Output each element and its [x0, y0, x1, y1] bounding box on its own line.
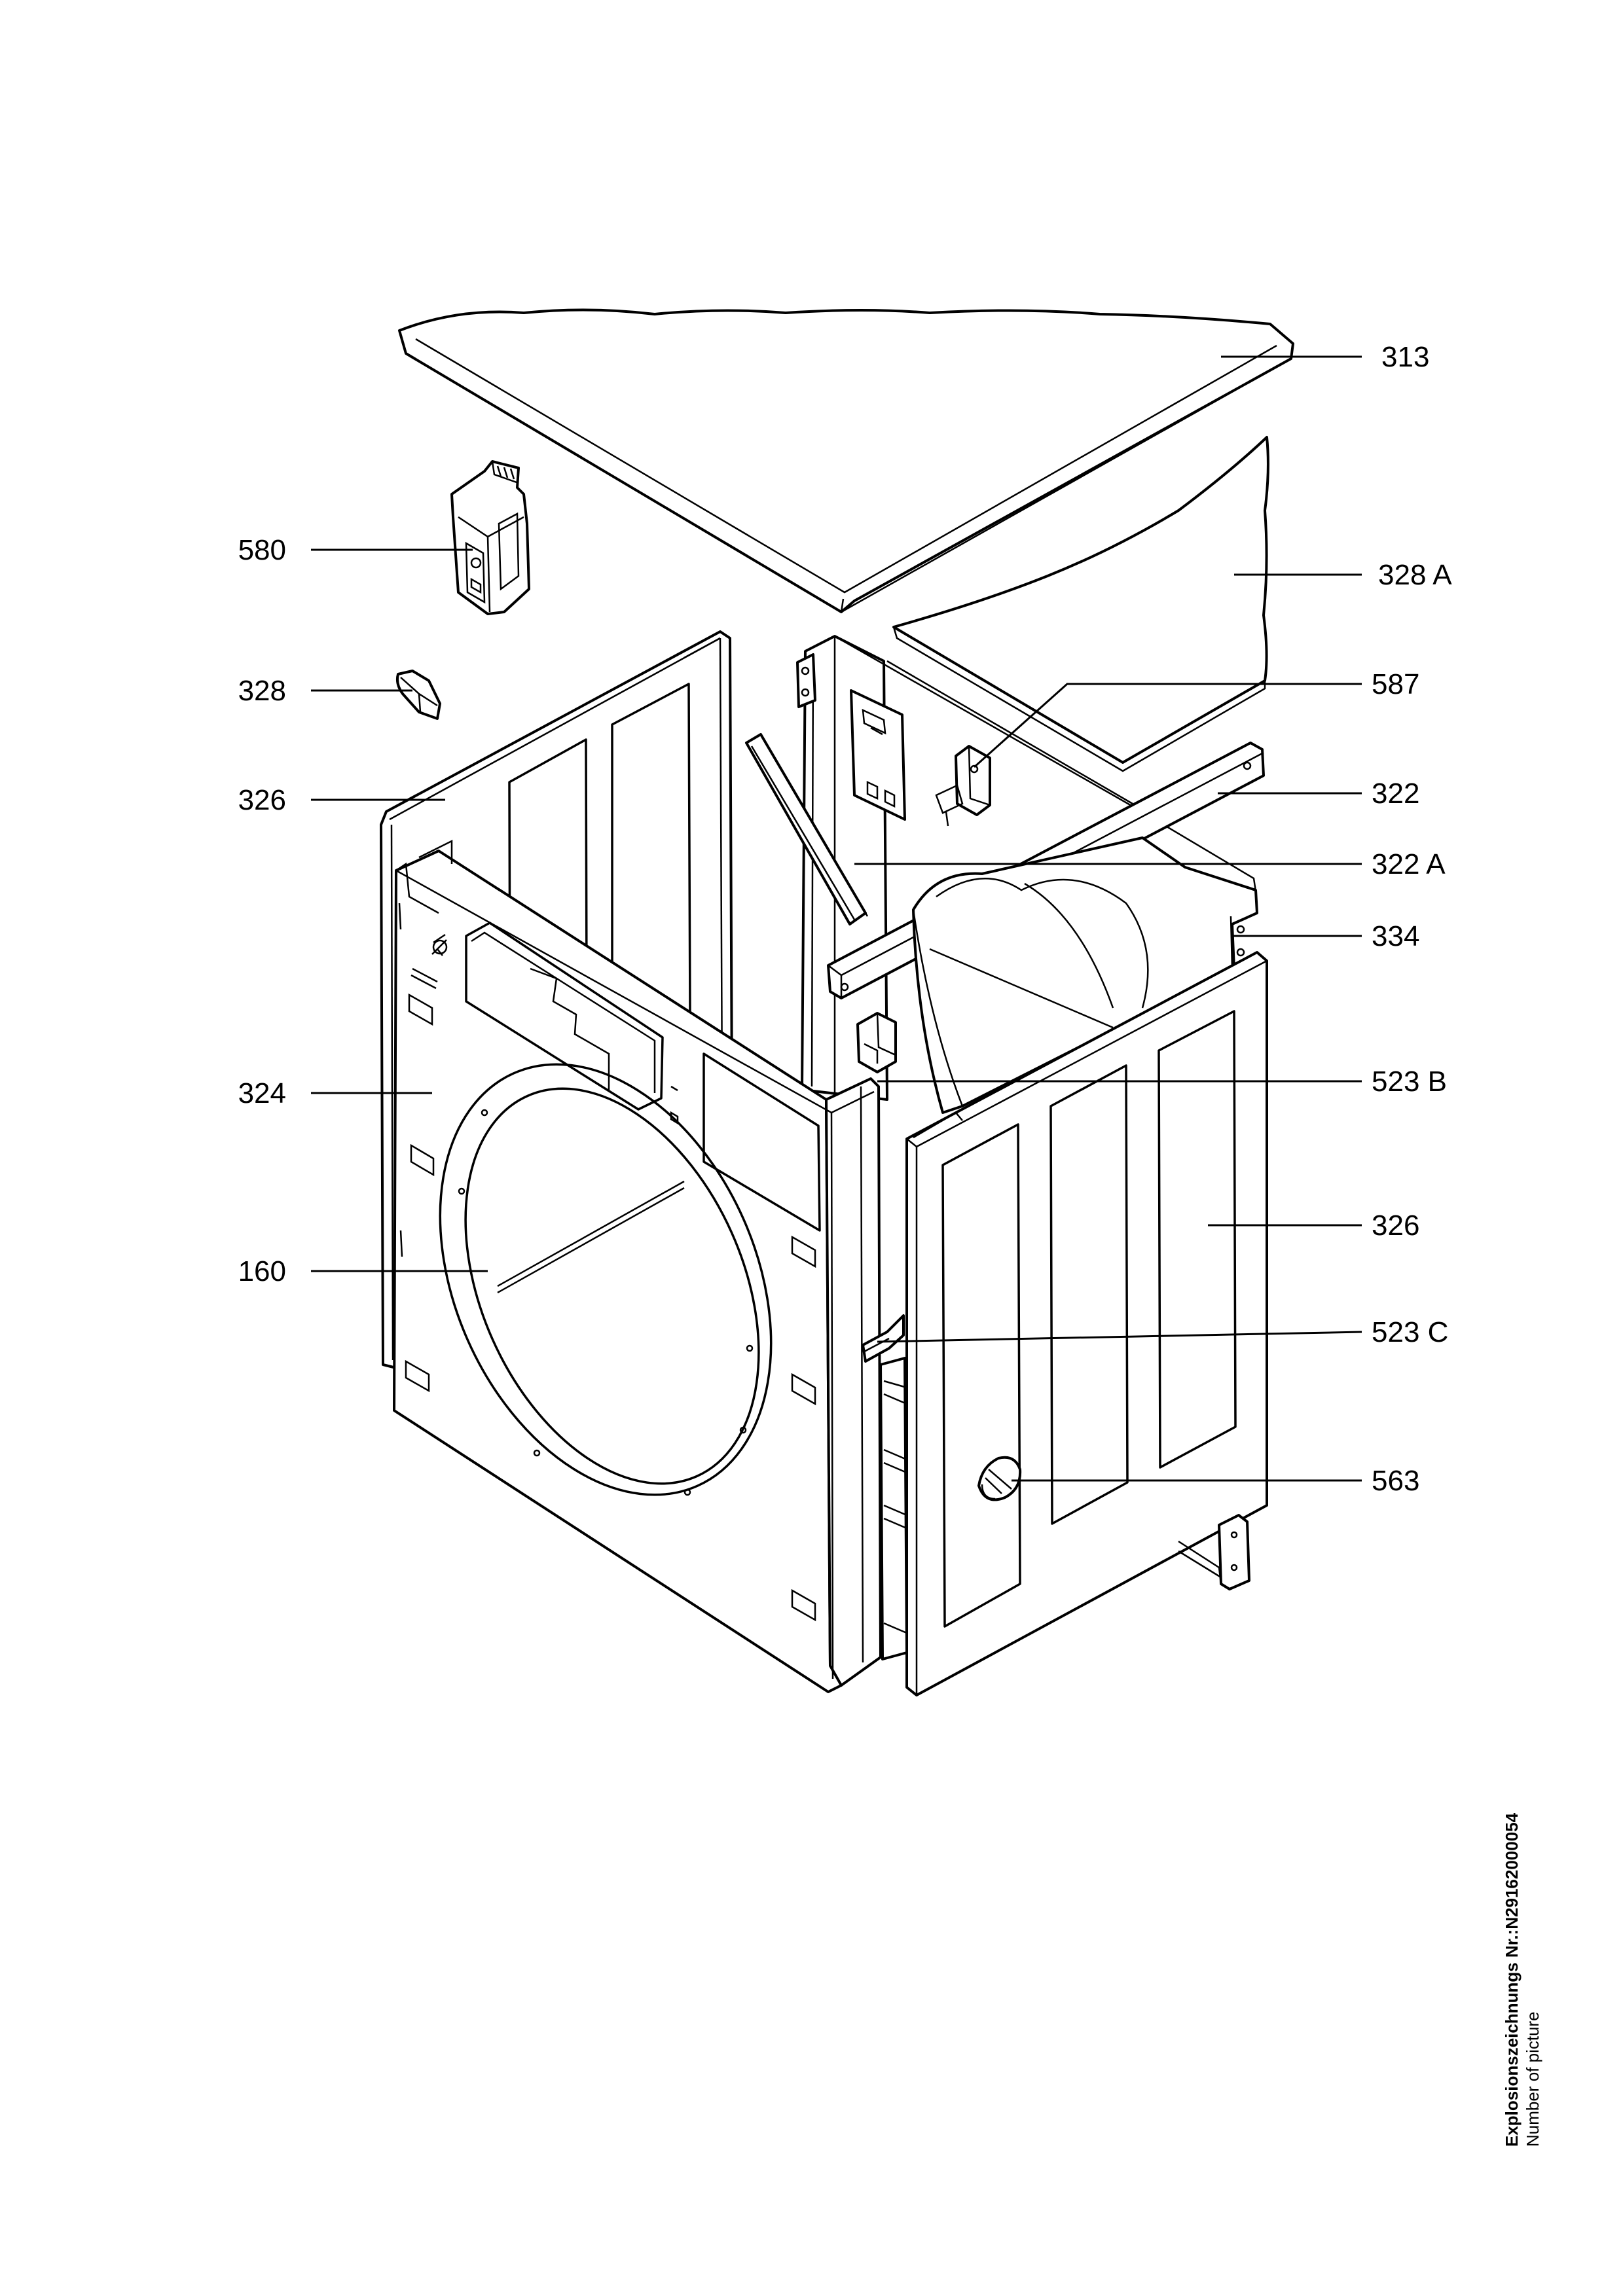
leader-523c — [877, 1331, 1362, 1343]
door-lock-580 — [450, 460, 530, 615]
clip-328 — [395, 670, 441, 720]
callout-523b: 523 B — [1372, 1066, 1447, 1098]
leader-587 — [974, 683, 1362, 768]
callout-523c: 523 C — [1372, 1316, 1448, 1348]
callout-324: 324 — [238, 1077, 286, 1109]
side-panel-326-right — [905, 951, 1268, 1696]
callout-328: 328 — [238, 675, 286, 707]
drawing-number-caption: Number of picture — [1523, 2011, 1542, 2147]
callout-160: 160 — [238, 1255, 286, 1287]
drawing-number: Explosionszeichnungs Nr.:N29162000054 — [1502, 1812, 1522, 2147]
drum-334 — [912, 836, 1258, 1114]
front-panel-324 — [393, 839, 882, 1693]
hinge-bracket-523b — [856, 1012, 897, 1073]
footer-picture-number: Explosionszeichnungs Nr.:N29162000054 Nu… — [1502, 1812, 1542, 2147]
callout-326-right: 326 — [1372, 1210, 1419, 1242]
strut-322a — [745, 733, 869, 925]
switch-587 — [935, 745, 991, 827]
callout-587: 587 — [1372, 668, 1419, 700]
insulation-panel-328a — [892, 436, 1269, 772]
callout-334: 334 — [1372, 920, 1419, 952]
callout-326-left: 326 — [238, 784, 286, 816]
callout-313: 313 — [1381, 341, 1429, 373]
callout-labels: 313 580 328 A 587 328 326 322 322 A 334 … — [238, 341, 1453, 1497]
callout-322: 322 — [1372, 778, 1419, 810]
knob-563 — [977, 1456, 1022, 1501]
door-ring-160 — [439, 1063, 773, 1496]
callout-563: 563 — [1372, 1465, 1419, 1497]
leader-lines — [311, 355, 1362, 1482]
callout-580: 580 — [238, 534, 286, 566]
callout-322a: 322 A — [1372, 848, 1446, 880]
top-cover-313 — [398, 308, 1294, 613]
lower-frame — [879, 1357, 1250, 1660]
callout-328a: 328 A — [1378, 559, 1452, 591]
